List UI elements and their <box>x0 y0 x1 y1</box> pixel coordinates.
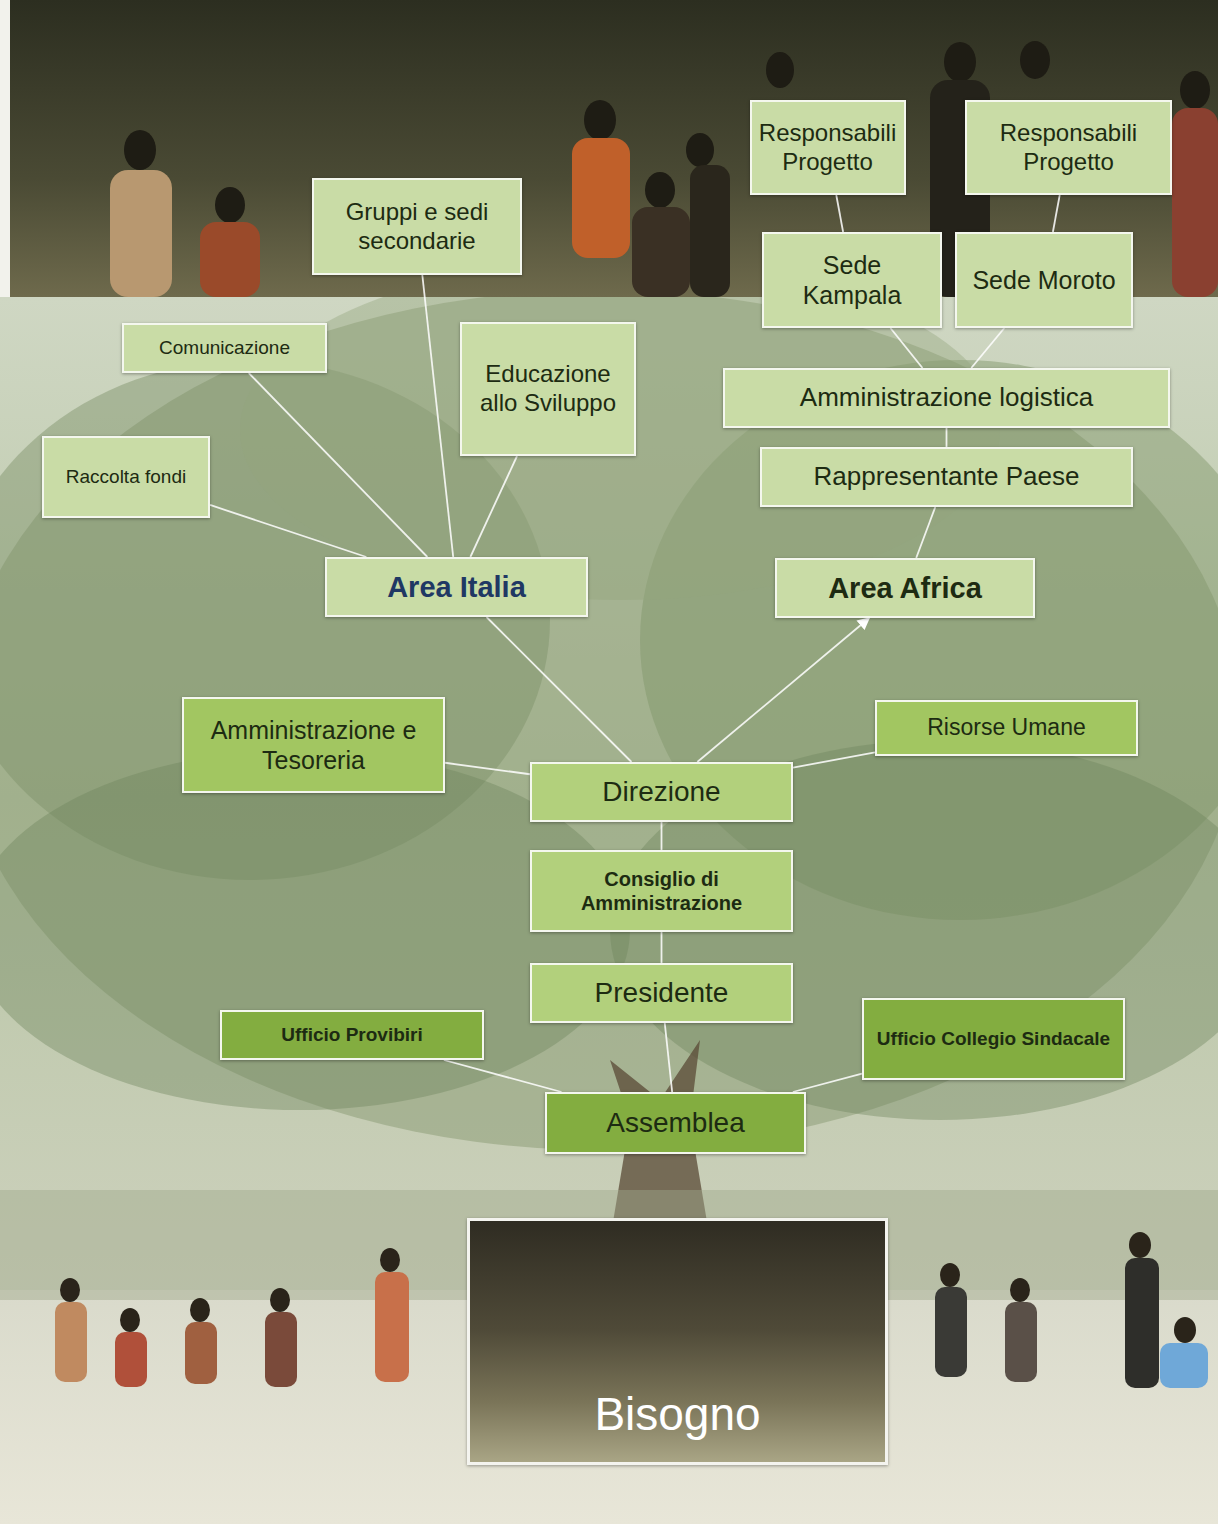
person-head <box>124 130 156 170</box>
box-label: Amministrazione e Tesoreria <box>192 715 435 775</box>
org-box: Rappresentante Paese <box>760 447 1133 507</box>
person-body <box>55 1302 87 1382</box>
box-label: Rappresentante Paese <box>814 461 1080 492</box>
box-label: Assemblea <box>606 1106 745 1140</box>
person-head <box>120 1308 140 1332</box>
connector-line <box>487 617 632 762</box>
person-head <box>645 172 675 208</box>
org-box: Raccolta fondi <box>42 436 210 518</box>
connector-line <box>470 456 517 557</box>
org-box: Assemblea <box>545 1092 806 1154</box>
person-head <box>215 187 245 223</box>
connector-line <box>890 328 922 368</box>
box-label: Direzione <box>602 775 720 809</box>
org-box: Responsabili Progetto <box>750 100 906 195</box>
connector-line <box>422 275 453 557</box>
person-body <box>185 1322 217 1384</box>
person-head <box>1020 41 1050 79</box>
person-head <box>686 133 714 167</box>
person-head <box>60 1278 80 1302</box>
connector-line <box>445 763 530 774</box>
org-box: Responsabili Progetto <box>965 100 1172 195</box>
person-head <box>584 100 616 140</box>
person-head <box>1010 1278 1030 1302</box>
org-box: Ufficio Provibiri <box>220 1010 484 1060</box>
org-box: Presidente <box>530 963 793 1023</box>
person-body <box>572 138 630 258</box>
connector-line <box>836 195 843 232</box>
org-box: Risorse Umane <box>875 700 1138 756</box>
box-label: Ufficio Provibiri <box>281 1024 422 1047</box>
person-body <box>265 1312 297 1387</box>
person-head <box>940 1263 960 1287</box>
org-box: Sede Kampala <box>762 232 942 328</box>
person-body <box>935 1287 967 1377</box>
person-body <box>110 170 172 297</box>
person-head <box>190 1298 210 1322</box>
org-box: Ufficio Collegio Sindacale <box>862 998 1125 1080</box>
person-head <box>1174 1317 1196 1343</box>
person-body <box>1005 1302 1037 1382</box>
person-body <box>1172 108 1218 297</box>
box-label: Amministrazione logistica <box>800 382 1093 413</box>
org-box: Educazione allo Sviluppo <box>460 322 636 456</box>
box-label: Sede Moroto <box>972 265 1115 295</box>
connector-line <box>971 328 1004 368</box>
box-label: Presidente <box>595 976 729 1010</box>
org-box: Amministrazione logistica <box>723 368 1170 428</box>
org-box: Comunicazione <box>122 323 327 373</box>
connector-line <box>697 618 869 762</box>
org-box: Area Africa <box>775 558 1035 618</box>
box-label: Area Italia <box>387 570 526 605</box>
box-label: Educazione allo Sviluppo <box>470 360 626 418</box>
org-box: Direzione <box>530 762 793 822</box>
connector-line <box>661 932 663 963</box>
person-head <box>1180 71 1210 109</box>
person-head <box>944 42 976 82</box>
box-label: Responsabili Progetto <box>759 119 896 177</box>
box-label: Ufficio Collegio Sindacale <box>877 1028 1110 1051</box>
person-head <box>270 1288 290 1312</box>
box-label: Risorse Umane <box>927 714 1086 742</box>
org-box: Sede Moroto <box>955 232 1133 328</box>
person-body <box>632 207 690 297</box>
person-head <box>1129 1232 1151 1258</box>
connector-line <box>946 428 948 447</box>
box-label: Comunicazione <box>159 337 290 360</box>
person-body <box>375 1272 409 1382</box>
box-label: Bisogno <box>594 1387 760 1442</box>
org-box: Gruppi e sedi secondarie <box>312 178 522 275</box>
connector-line <box>916 507 935 558</box>
connector-line <box>793 752 875 767</box>
org-box: Amministrazione e Tesoreria <box>182 697 445 793</box>
connector-line <box>661 822 663 850</box>
photo-box: Bisogno <box>467 1218 888 1465</box>
box-label: Responsabili Progetto <box>975 119 1162 177</box>
connector-line <box>1053 195 1060 232</box>
connector-line <box>665 1023 672 1092</box>
box-label: Area Africa <box>828 571 982 606</box>
connector-line <box>249 373 428 557</box>
box-label: Consiglio di Amministrazione <box>540 867 783 915</box>
connector-line <box>444 1060 562 1092</box>
person-head <box>766 52 794 88</box>
org-box: Area Italia <box>325 557 588 617</box>
connector-line <box>210 505 366 557</box>
org-box: Consiglio di Amministrazione <box>530 850 793 932</box>
person-body <box>115 1332 147 1387</box>
person-head <box>380 1248 400 1272</box>
box-label: Gruppi e sedi secondarie <box>322 198 512 256</box>
person-body <box>200 222 260 297</box>
photo-margin <box>0 0 10 297</box>
box-label: Raccolta fondi <box>66 466 186 489</box>
person-body <box>1160 1343 1208 1388</box>
person-body <box>690 165 730 297</box>
person-body <box>1125 1258 1159 1388</box>
connector-line <box>793 1074 862 1092</box>
box-label: Sede Kampala <box>772 250 932 310</box>
